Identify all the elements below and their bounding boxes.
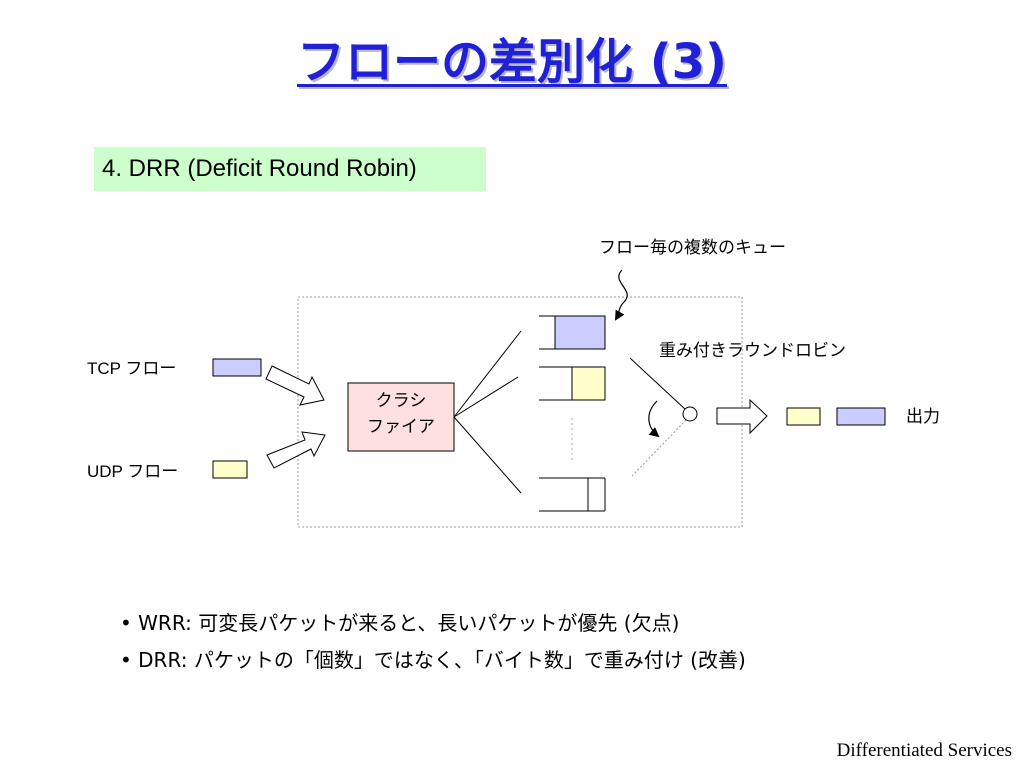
slide-title: フローの差別化 (3) bbox=[297, 34, 727, 90]
bullet-drr: • DRR: パケットの「個数」ではなく、「バイト数」で重み付け (改善) bbox=[120, 648, 746, 672]
rr-pivot bbox=[682, 406, 698, 422]
classifier-label-line2: ファイア bbox=[367, 417, 435, 437]
router-box bbox=[297, 296, 743, 528]
rr-rotation-arrow bbox=[648, 400, 660, 438]
udp-flow-label: UDP フロー bbox=[87, 462, 179, 481]
tcp-flow-label: TCP フロー bbox=[87, 359, 177, 378]
output-udp-packet bbox=[786, 407, 821, 426]
classifier-label-line1: クラシ bbox=[375, 391, 427, 411]
bullet-list: • WRR: 可変長パケットが来ると、長いパケットが優先 (欠点) • DRR:… bbox=[120, 605, 746, 679]
output-block-arrow bbox=[716, 398, 768, 435]
queue1-packet bbox=[554, 315, 606, 350]
bullet-wrr: • WRR: 可変長パケットが来ると、長いパケットが優先 (欠点) bbox=[120, 611, 680, 635]
rr-switch-arm bbox=[629, 357, 687, 411]
queue2-packet bbox=[571, 366, 606, 401]
tcp-block-arrow bbox=[265, 365, 325, 406]
output-label: 出力 bbox=[906, 407, 940, 427]
output-tcp-packet bbox=[836, 407, 886, 426]
fan-line-bottom bbox=[453, 416, 522, 494]
classifier-box bbox=[347, 382, 455, 452]
subtitle-box: 4. DRR (Deficit Round Robin) bbox=[94, 147, 486, 191]
fan-line-mid bbox=[453, 376, 519, 418]
footer-text: Differentiated Services bbox=[836, 740, 1012, 761]
classifier-label: クラシ ファイア bbox=[348, 388, 454, 440]
scheduler-label: 重み付きラウンドロビン bbox=[659, 341, 846, 361]
fan-line-top bbox=[453, 330, 522, 418]
rr-switch-dotted bbox=[631, 419, 687, 477]
tcp-packet bbox=[212, 358, 262, 377]
udp-packet bbox=[212, 460, 248, 479]
queue-pointer-squiggle bbox=[615, 269, 628, 321]
udp-block-arrow bbox=[266, 431, 326, 469]
queue-label: フロー毎の複数のキュー bbox=[599, 238, 786, 258]
